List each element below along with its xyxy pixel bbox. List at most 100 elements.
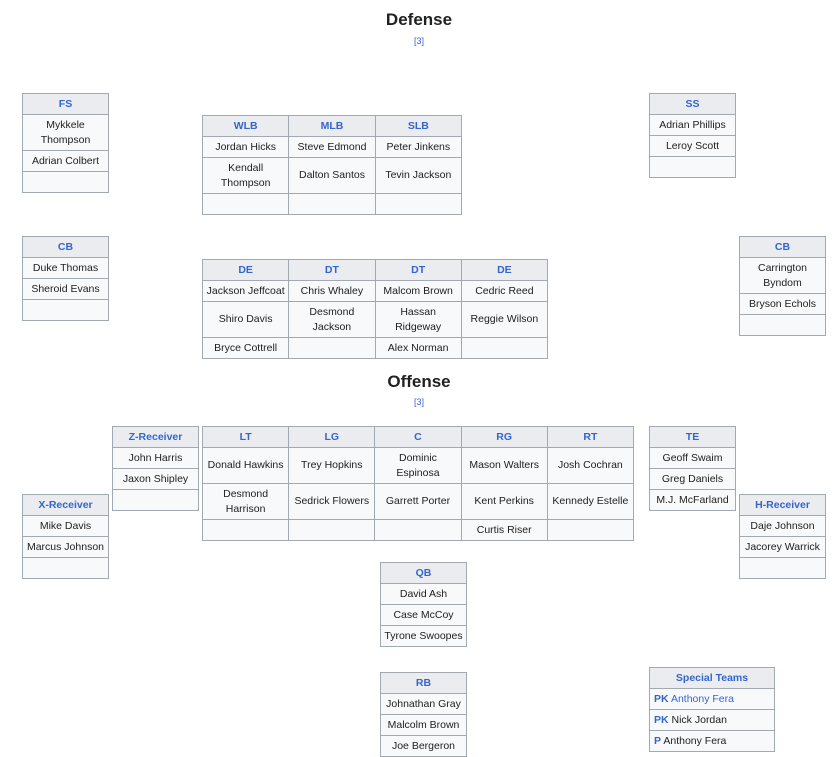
free-safety-depth-table: FS Mykkele Thompson Adrian Colbert [22,93,109,193]
lg-header[interactable]: LG [288,426,376,448]
z-receiver-header[interactable]: Z-Receiver [112,426,199,448]
player-link[interactable]: Case McCoy [380,604,467,626]
depth-cell [288,519,376,541]
offense-title: Offense [387,372,451,391]
player-link[interactable]: Johnathan Gray [380,693,467,715]
position-abbr[interactable]: PK [654,692,669,705]
cornerback-left-depth-table: CB Duke Thomas Sheroid Evans [22,236,109,321]
player-link[interactable]: Jackson Jeffcoat [201,280,290,302]
special-teams-header[interactable]: Special Teams [649,667,775,689]
player-link[interactable]: Adrian Phillips [649,114,736,136]
position-abbr[interactable]: P [654,734,662,747]
running-back-depth-table: RB Johnathan Gray Malcolm Brown Joe Berg… [380,672,467,757]
depth-cell: Reggie Wilson [460,301,549,338]
position-abbr[interactable]: PK [654,713,669,726]
x-receiver-header[interactable]: X-Receiver [22,494,109,516]
depth-cell: Desmond Jackson [288,301,376,338]
depth-cell: Garrett Porter [374,483,462,520]
x-receiver-depth-table: X-Receiver Mike Davis Marcus Johnson [22,494,109,579]
depth-cell: Kendall Thompson [201,157,290,194]
depth-cell: Mykkele Thompson [22,114,109,151]
depth-cell: Chris Whaley [288,280,376,302]
depth-cell: Dalton Santos [288,157,376,194]
depth-cell: Desmond Harrison [201,483,290,520]
depth-cell: Kennedy Estelle [546,483,635,520]
depth-cell: Sheroid Evans [22,278,109,300]
special-teams-depth-table: Special Teams PK Anthony Fera PK Nick Jo… [649,667,775,752]
cb-header[interactable]: CB [739,236,826,258]
depth-cell [201,519,290,541]
player-link[interactable]: Tyrone Swoopes [380,625,467,647]
depth-cell: Kent Perkins [460,483,548,520]
strong-safety-depth-table: SS Adrian Phillips Leroy Scott [649,93,736,178]
cb-header[interactable]: CB [22,236,109,258]
depth-cell: John Harris [112,447,199,469]
depth-cell [649,156,736,178]
de-header[interactable]: DE [201,259,290,281]
offensive-line-depth-table: LT LG C RG RT Donald Hawkins Trey Hopkin… [201,426,635,541]
depth-cell [288,337,376,359]
depth-cell [22,557,109,579]
player-name: Anthony Fera [663,734,727,747]
depth-cell: Josh Cochran [546,447,635,484]
defensive-line-depth-table: DE DT DT DE Jackson Jeffcoat Chris Whale… [201,259,549,359]
player-link[interactable]: Cedric Reed [460,280,549,302]
depth-cell [22,299,109,321]
depth-cell: Curtis Riser [460,519,548,541]
dt-header[interactable]: DT [374,259,462,281]
linebackers-depth-table: WLB MLB SLB Jordan Hicks Steve Edmond Pe… [201,115,463,215]
depth-cell [201,193,290,215]
depth-cell: Carrington Byndom [739,257,826,294]
defense-reference-link[interactable]: [3] [413,36,424,46]
depth-cell: Donald Hawkins [201,447,290,484]
depth-cell: Leroy Scott [649,135,736,157]
depth-cell [288,193,376,215]
rb-header[interactable]: RB [380,672,467,694]
lt-header[interactable]: LT [201,426,290,448]
depth-cell: Bryce Cottrell [201,337,290,359]
depth-cell: Daje Johnson [739,515,826,537]
depth-cell: Joe Bergeron [380,735,467,757]
depth-cell: Greg Daniels [649,468,736,490]
depth-cell [739,557,826,579]
depth-cell: Bryson Echols [739,293,826,315]
player-link[interactable]: Mason Walters [460,447,548,484]
special-teams-row: PK Anthony Fera [649,688,775,710]
player-link[interactable]: Marcus Johnson [22,536,109,558]
depth-cell: Sedrick Flowers [288,483,376,520]
rt-header[interactable]: RT [546,426,635,448]
player-link[interactable]: Malcolm Brown [380,714,467,736]
h-receiver-header[interactable]: H-Receiver [739,494,826,516]
quarterback-depth-table: QB David Ash Case McCoy Tyrone Swoopes [380,562,467,647]
depth-cell: Dominic Espinosa [374,447,462,484]
offense-reference-link[interactable]: [3] [413,397,424,407]
depth-cell: Duke Thomas [22,257,109,279]
dt-header[interactable]: DT [288,259,376,281]
tight-end-depth-table: TE Geoff Swaim Greg Daniels M.J. McFarla… [649,426,736,511]
de-header[interactable]: DE [460,259,549,281]
player-link[interactable]: Anthony Fera [670,692,734,705]
depth-cell: M.J. McFarland [649,489,736,511]
depth-cell: Tevin Jackson [374,157,463,194]
depth-cell [22,171,109,193]
z-receiver-depth-table: Z-Receiver John Harris Jaxon Shipley [112,426,199,511]
special-teams-row: PK Nick Jordan [649,709,775,731]
player-link[interactable]: Jordan Hicks [201,136,290,158]
mlb-header[interactable]: MLB [288,115,376,137]
c-header[interactable]: C [374,426,462,448]
player-link[interactable]: Mike Davis [22,515,109,537]
defense-title: Defense [385,10,453,29]
rg-header[interactable]: RG [460,426,548,448]
depth-cell: Adrian Colbert [22,150,109,172]
special-teams-row: P Anthony Fera [649,730,775,752]
ss-header[interactable]: SS [649,93,736,115]
player-link[interactable]: David Ash [380,583,467,605]
wlb-header[interactable]: WLB [201,115,290,137]
player-link[interactable]: Hassan Ridgeway [374,301,462,338]
player-link[interactable]: Malcom Brown [374,280,462,302]
qb-header[interactable]: QB [380,562,467,584]
depth-cell [460,337,549,359]
slb-header[interactable]: SLB [374,115,463,137]
fs-header[interactable]: FS [22,93,109,115]
te-header[interactable]: TE [649,426,736,448]
